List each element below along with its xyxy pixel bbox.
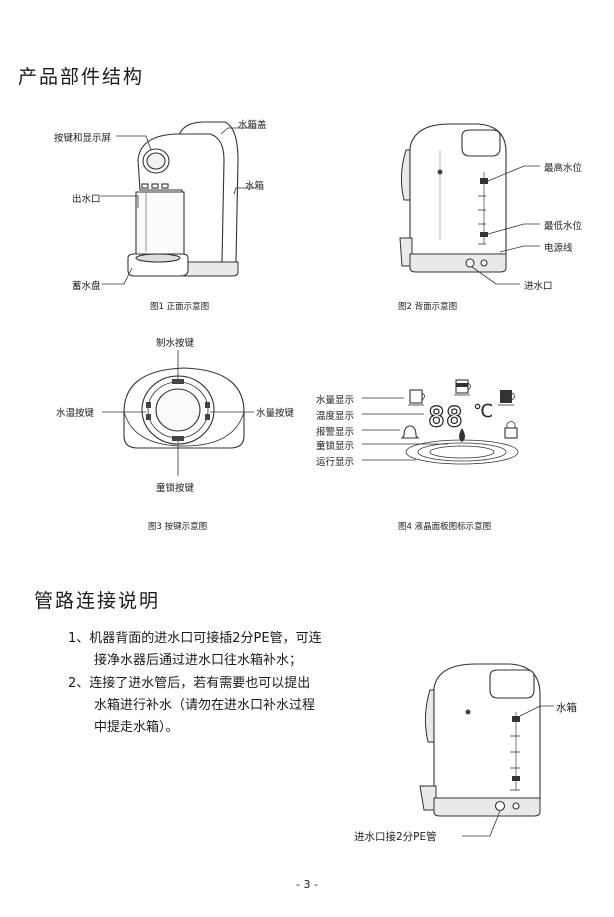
- cup-small-icon: [408, 389, 425, 406]
- label-power-cord: 电源线: [544, 243, 573, 254]
- instruction-item-2: 2、连接了进水管后，若有需要也可以提出 水箱进行补水（请勿在进水口补水过程 中提…: [68, 676, 316, 735]
- label-child-lock-key: 童锁按键: [156, 483, 195, 494]
- label-tank: 水箱: [245, 181, 265, 192]
- cup-medium-icon: [454, 379, 471, 396]
- instruction-item-1: 1、机器背面的进水口可接插2分PE管，可连 接净水器后通过进水口往水箱补水；: [68, 631, 322, 668]
- water-drop-icon: [459, 428, 465, 442]
- label-lock-display: 童锁显示: [316, 441, 355, 452]
- section-title-structure: 产品部件结构: [18, 66, 145, 88]
- label-inlet: 进水口: [524, 281, 553, 292]
- caption-fig1: 图1 正面示意图: [150, 302, 210, 312]
- caption-fig4: 图4 液晶面板图标示意图: [398, 522, 492, 532]
- label-min-level: 最低水位: [544, 221, 583, 232]
- label-temp-display: 温度显示: [316, 411, 355, 422]
- lcd-digits: 88: [427, 399, 464, 433]
- label-make-water-key: 制水按键: [156, 338, 195, 349]
- label-outlet: 出水口: [72, 194, 101, 205]
- cup-large-icon: [498, 390, 515, 406]
- bell-icon: [400, 425, 420, 439]
- caption-fig3: 图3 按键示意图: [148, 522, 208, 532]
- label-max-level: 最高水位: [544, 163, 583, 174]
- celsius-unit: ℃: [473, 401, 494, 422]
- label-volume-display: 水量显示: [316, 395, 355, 406]
- caption-fig2: 图2 背面示意图: [398, 302, 458, 312]
- label-buttons-display: 按键和显示屏: [54, 133, 112, 144]
- label-inlet-pe: 进水口接2分PE管: [354, 831, 437, 843]
- section-title-pipeline: 管路连接说明: [34, 590, 161, 612]
- label-alarm-display: 报警显示: [316, 427, 355, 438]
- label-tray: 蓄水盘: [72, 281, 101, 292]
- label-volume-key: 水量按键: [256, 408, 295, 419]
- label-temp-key: 水温按键: [56, 408, 95, 419]
- label-run-display: 运行显示: [316, 457, 355, 468]
- page-number: - 3 -: [296, 878, 318, 891]
- label-tank-fig5: 水箱: [556, 702, 577, 714]
- label-lid: 水箱盖: [238, 120, 267, 131]
- lock-icon: [504, 427, 518, 439]
